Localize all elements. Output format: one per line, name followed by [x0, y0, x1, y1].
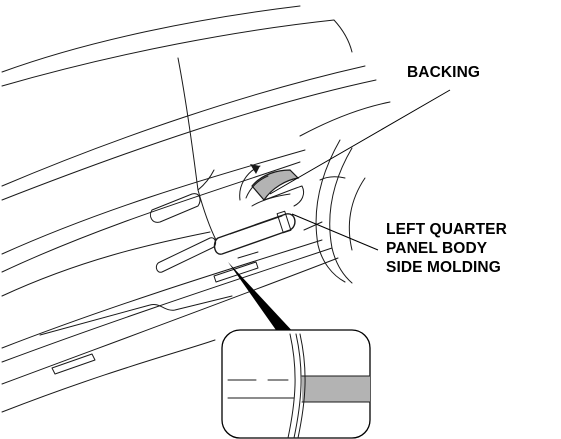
door-molding — [155, 237, 217, 273]
backing-leader-line — [269, 89, 451, 195]
backing-label: BACKING — [407, 64, 481, 81]
peel-direction-arrow-icon — [239, 164, 261, 201]
detail-pointer — [228, 262, 296, 340]
molding-leader-line — [291, 213, 379, 251]
molding-label-line-2: PANEL BODY — [386, 240, 488, 257]
inset-molding-band — [302, 376, 370, 402]
backing-tape — [245, 169, 305, 207]
car-body-outline — [1, 5, 391, 413]
detail-inset — [221, 329, 371, 439]
rocker-clips — [51, 251, 259, 375]
molding-label-line-1: LEFT QUARTER — [386, 221, 507, 238]
molding-label-line-3: SIDE MOLDING — [386, 259, 501, 276]
quarter-panel-molding — [213, 210, 296, 255]
left-quarter-panel-molding-label: LEFT QUARTER PANEL BODY SIDE MOLDING — [386, 220, 507, 277]
